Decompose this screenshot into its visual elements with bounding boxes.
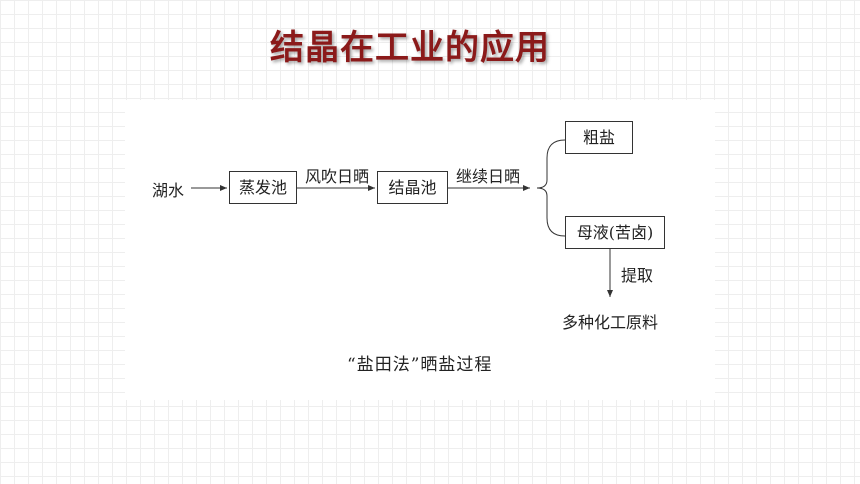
slide-title: 结晶在工业的应用 bbox=[270, 28, 550, 68]
connectors bbox=[191, 139, 613, 297]
crude-salt-box: 粗盐 bbox=[565, 121, 633, 154]
step-wind-sun-drying: 风吹日晒 bbox=[305, 167, 370, 186]
mother-liquor-box: 母液(苦卤) bbox=[565, 216, 665, 249]
crystallization-pond-box: 结晶池 bbox=[377, 171, 448, 204]
source-lake-water: 湖水 bbox=[152, 181, 185, 200]
evaporation-pond-box: 蒸发池 bbox=[229, 171, 297, 204]
final-chemical-materials: 多种化工原料 bbox=[562, 313, 659, 332]
diagram-caption: “盐田法”晒盐过程 bbox=[347, 355, 493, 375]
step-continued-drying: 继续日晒 bbox=[456, 167, 521, 186]
split-brace bbox=[536, 139, 566, 237]
step-extraction: 提取 bbox=[621, 266, 654, 285]
flow-diagram: 湖水 蒸发池 风吹日晒 结晶池 继续日晒 粗盐 母液(苦卤) 提取 多种化工原料… bbox=[125, 100, 715, 400]
